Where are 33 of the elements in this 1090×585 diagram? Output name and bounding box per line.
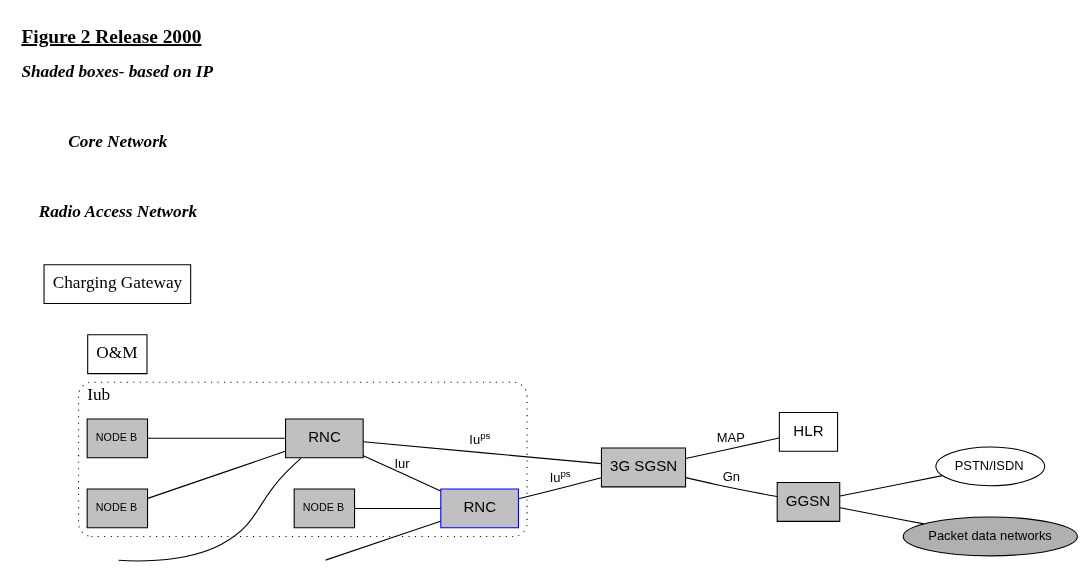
connector [518, 476, 602, 499]
connector [685, 476, 778, 497]
node-box: HLR [778, 411, 839, 452]
node-box: Charging Gateway [43, 263, 192, 304]
connector [325, 520, 442, 561]
node-box: NODE B [293, 487, 356, 528]
connector [362, 454, 442, 492]
node-box: 3G SGSN [600, 447, 687, 487]
edge-label: Iu$^{ps}$ [469, 429, 491, 447]
node-box: RNC [440, 487, 519, 528]
edge-label: Iur [394, 455, 410, 471]
connector [839, 474, 943, 496]
label: Shaded boxes- based on IP [21, 61, 214, 81]
node-box: NODE B [86, 417, 149, 458]
node-box: NODE B [86, 487, 149, 528]
diagram-title: Figure 2 Release 2000 [21, 25, 202, 47]
node-box: GGSN [776, 481, 841, 522]
edge-label: Iu$^{ps}$ [549, 467, 571, 485]
node-box: RNC [285, 417, 364, 458]
connector [118, 457, 302, 561]
connector [147, 450, 286, 499]
label: Core Network [68, 131, 168, 151]
node-ellipse: Packet data networks [902, 516, 1078, 556]
connector [839, 506, 925, 524]
connector [362, 440, 602, 464]
connector [147, 437, 286, 439]
node-ellipse: PSTN/ISDN [935, 445, 1046, 486]
node-box: O&M [87, 333, 148, 374]
label: Radio Access Network [38, 201, 198, 221]
connector [354, 507, 442, 509]
edge-label: Gn [722, 468, 740, 484]
edge-label: MAP [716, 429, 745, 445]
connector [685, 437, 780, 459]
